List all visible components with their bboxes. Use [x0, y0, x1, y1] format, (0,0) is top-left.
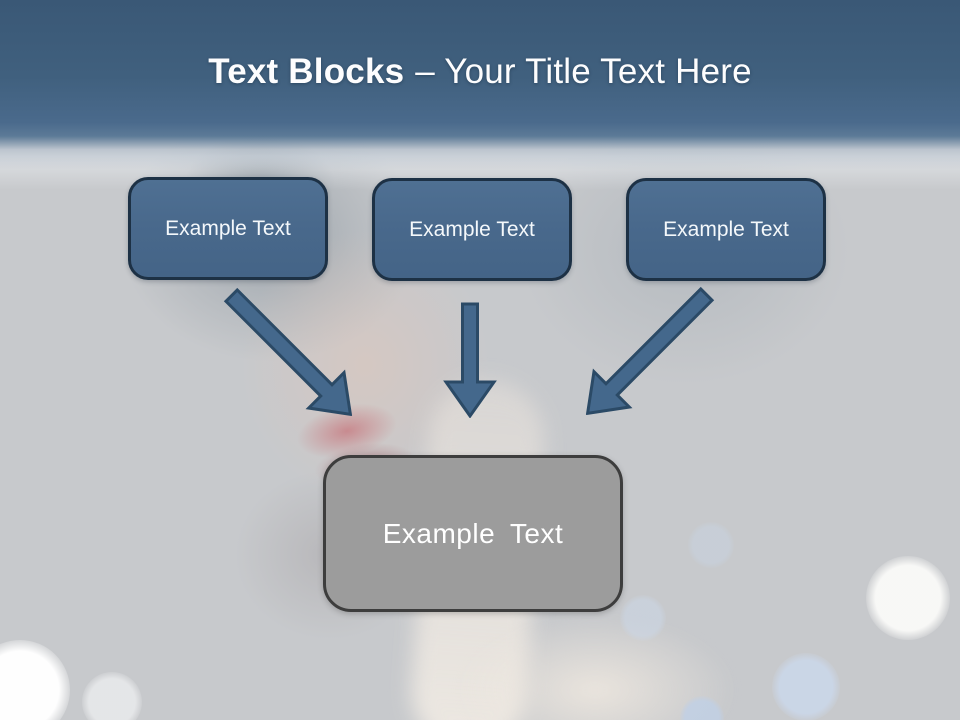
arrow-down-left-icon [585, 286, 715, 416]
bokeh-light [620, 595, 666, 641]
text-block-2-label: Example Text [409, 217, 535, 241]
result-block: Example Text [323, 455, 623, 612]
bokeh-light [82, 672, 142, 720]
page-title: Text Blocks – Your Title Text Here [0, 52, 960, 92]
result-block-label: Example Text [382, 517, 564, 549]
text-block-1: Example Text [128, 177, 328, 280]
text-block-3-label: Example Text [663, 217, 789, 241]
slide-header: Text Blocks – Your Title Text Here [0, 0, 960, 170]
bokeh-light [772, 653, 840, 720]
photo-hand-blob [455, 615, 735, 720]
bokeh-light [0, 640, 70, 720]
arrow-down-right-icon [223, 287, 353, 417]
bokeh-light [866, 556, 950, 640]
title-subtext: – Your Title Text Here [415, 52, 752, 91]
text-block-3: Example Text [626, 178, 826, 281]
text-block-2: Example Text [372, 178, 572, 281]
title-emphasis: Text Blocks [208, 52, 405, 91]
arrow-down-icon [443, 302, 497, 418]
text-block-1-label: Example Text [165, 216, 291, 240]
bokeh-light [688, 522, 734, 568]
bokeh-light [680, 696, 724, 720]
